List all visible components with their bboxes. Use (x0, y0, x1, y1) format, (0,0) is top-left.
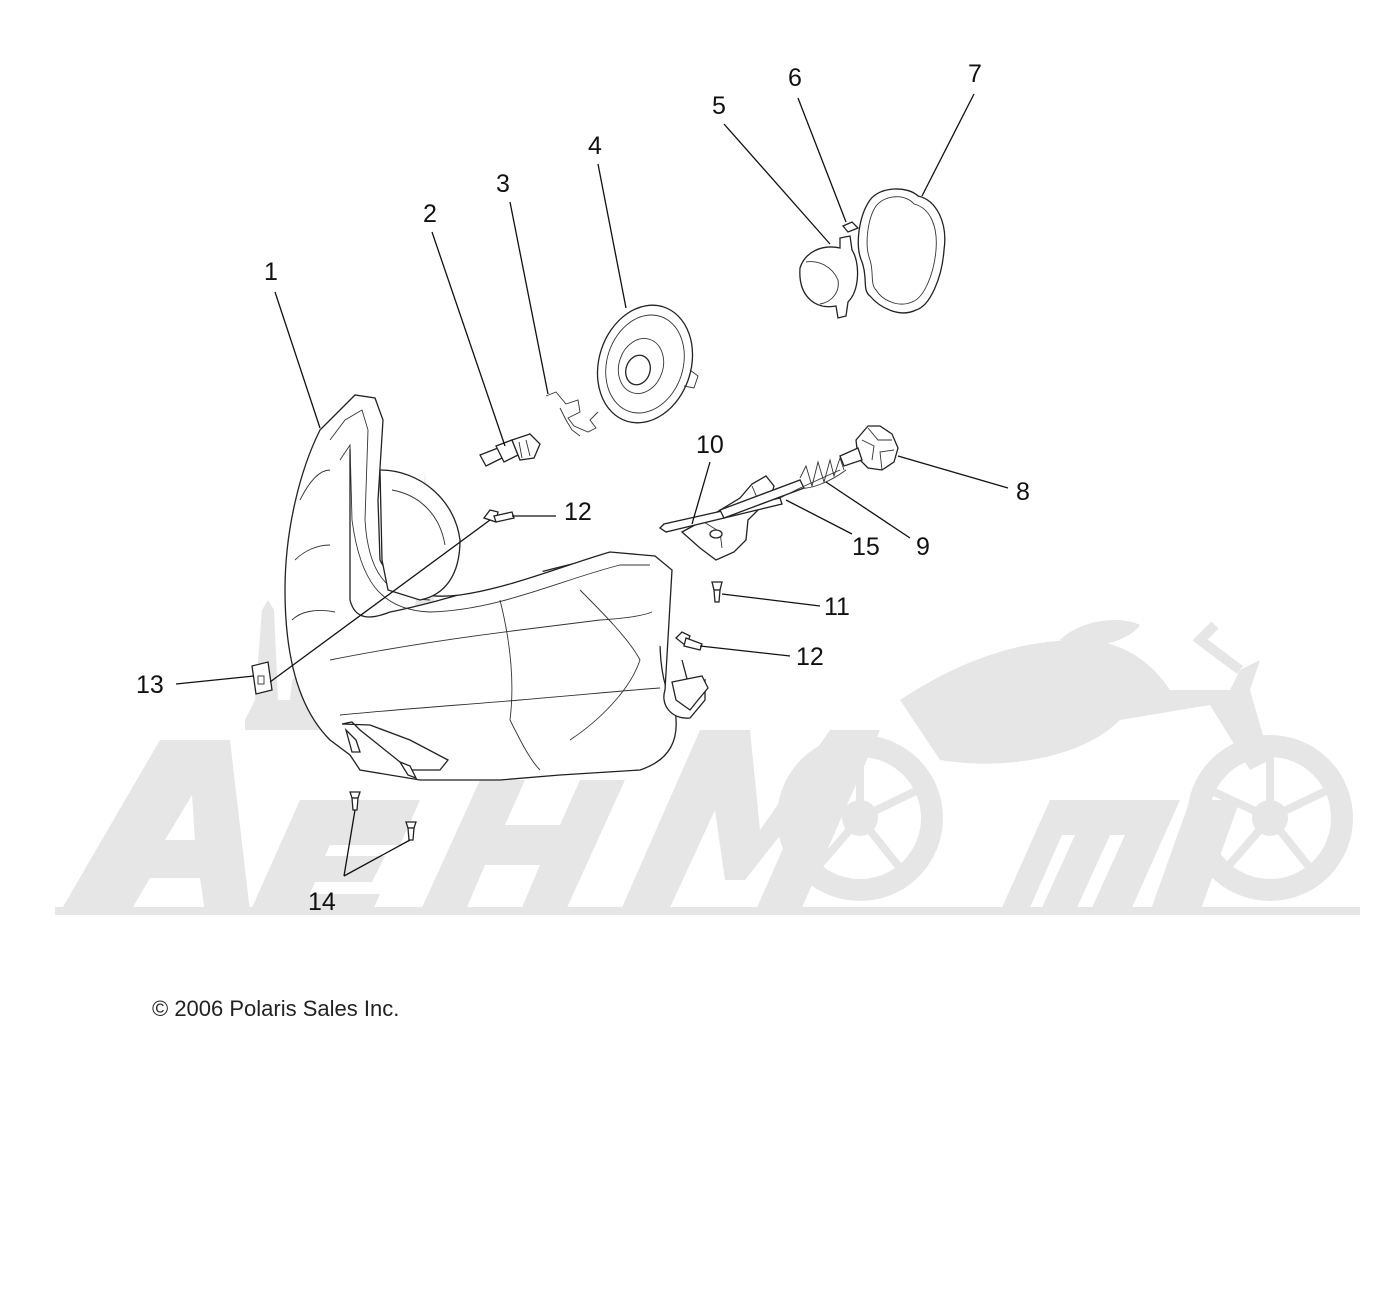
lens-cap-part (799, 235, 859, 319)
gasket-part (857, 188, 946, 314)
callout-2: 2 (423, 200, 437, 228)
callout-14: 14 (308, 888, 336, 916)
callout-12a: 12 (564, 498, 592, 526)
callout-13: 13 (136, 671, 164, 699)
leader-14a (343, 809, 356, 877)
callout-15: 15 (852, 533, 880, 561)
callout-10: 10 (696, 431, 724, 459)
leader-3 (509, 201, 549, 395)
leader-2 (431, 231, 506, 447)
leader-5 (723, 123, 831, 245)
callout-numbers: 1 2 3 4 5 6 7 8 9 10 11 12 12 13 14 15 (136, 60, 1030, 916)
callout-6: 6 (788, 64, 802, 92)
leader-13 (175, 675, 255, 685)
leader-lines (175, 93, 1009, 877)
bulb-part (479, 433, 541, 467)
callout-4: 4 (588, 132, 602, 160)
leader-6 (797, 97, 847, 223)
leader-13b (269, 519, 491, 683)
small-screw-part (841, 221, 860, 233)
callout-9: 9 (916, 533, 930, 561)
callout-1: 1 (264, 258, 278, 286)
spring-part (797, 456, 847, 489)
leader-9 (825, 481, 911, 539)
watermark-logo (55, 470, 1360, 915)
screw-14-left-part (349, 791, 361, 811)
callout-5: 5 (712, 92, 726, 120)
screw-12-lower-part (675, 631, 703, 651)
screw-14-right-part (405, 821, 417, 841)
callout-8: 8 (1016, 478, 1030, 506)
leader-11 (721, 593, 821, 607)
adjuster-knob-part (839, 425, 899, 471)
copyright-notice: © 2006 Polaris Sales Inc. (152, 996, 400, 1021)
leader-1 (274, 291, 321, 429)
headlight-housing-part (284, 394, 709, 781)
leader-10 (691, 461, 711, 525)
callout-3: 3 (496, 170, 510, 198)
leader-4 (597, 163, 627, 309)
leader-7 (921, 93, 975, 197)
leader-15 (785, 499, 853, 535)
callout-11: 11 (824, 593, 850, 621)
callout-12b: 12 (796, 643, 824, 671)
dust-cover-part (596, 304, 699, 424)
screw-11-part (711, 581, 723, 603)
adjuster-rod-part (658, 469, 841, 533)
callout-7: 7 (968, 60, 982, 88)
leader-12b (699, 645, 791, 657)
screw-12-upper-part (482, 509, 515, 523)
clip-nut-part (251, 661, 273, 695)
leader-14b (343, 839, 411, 877)
retaining-clip-part (545, 391, 599, 437)
leader-8 (897, 455, 1009, 489)
